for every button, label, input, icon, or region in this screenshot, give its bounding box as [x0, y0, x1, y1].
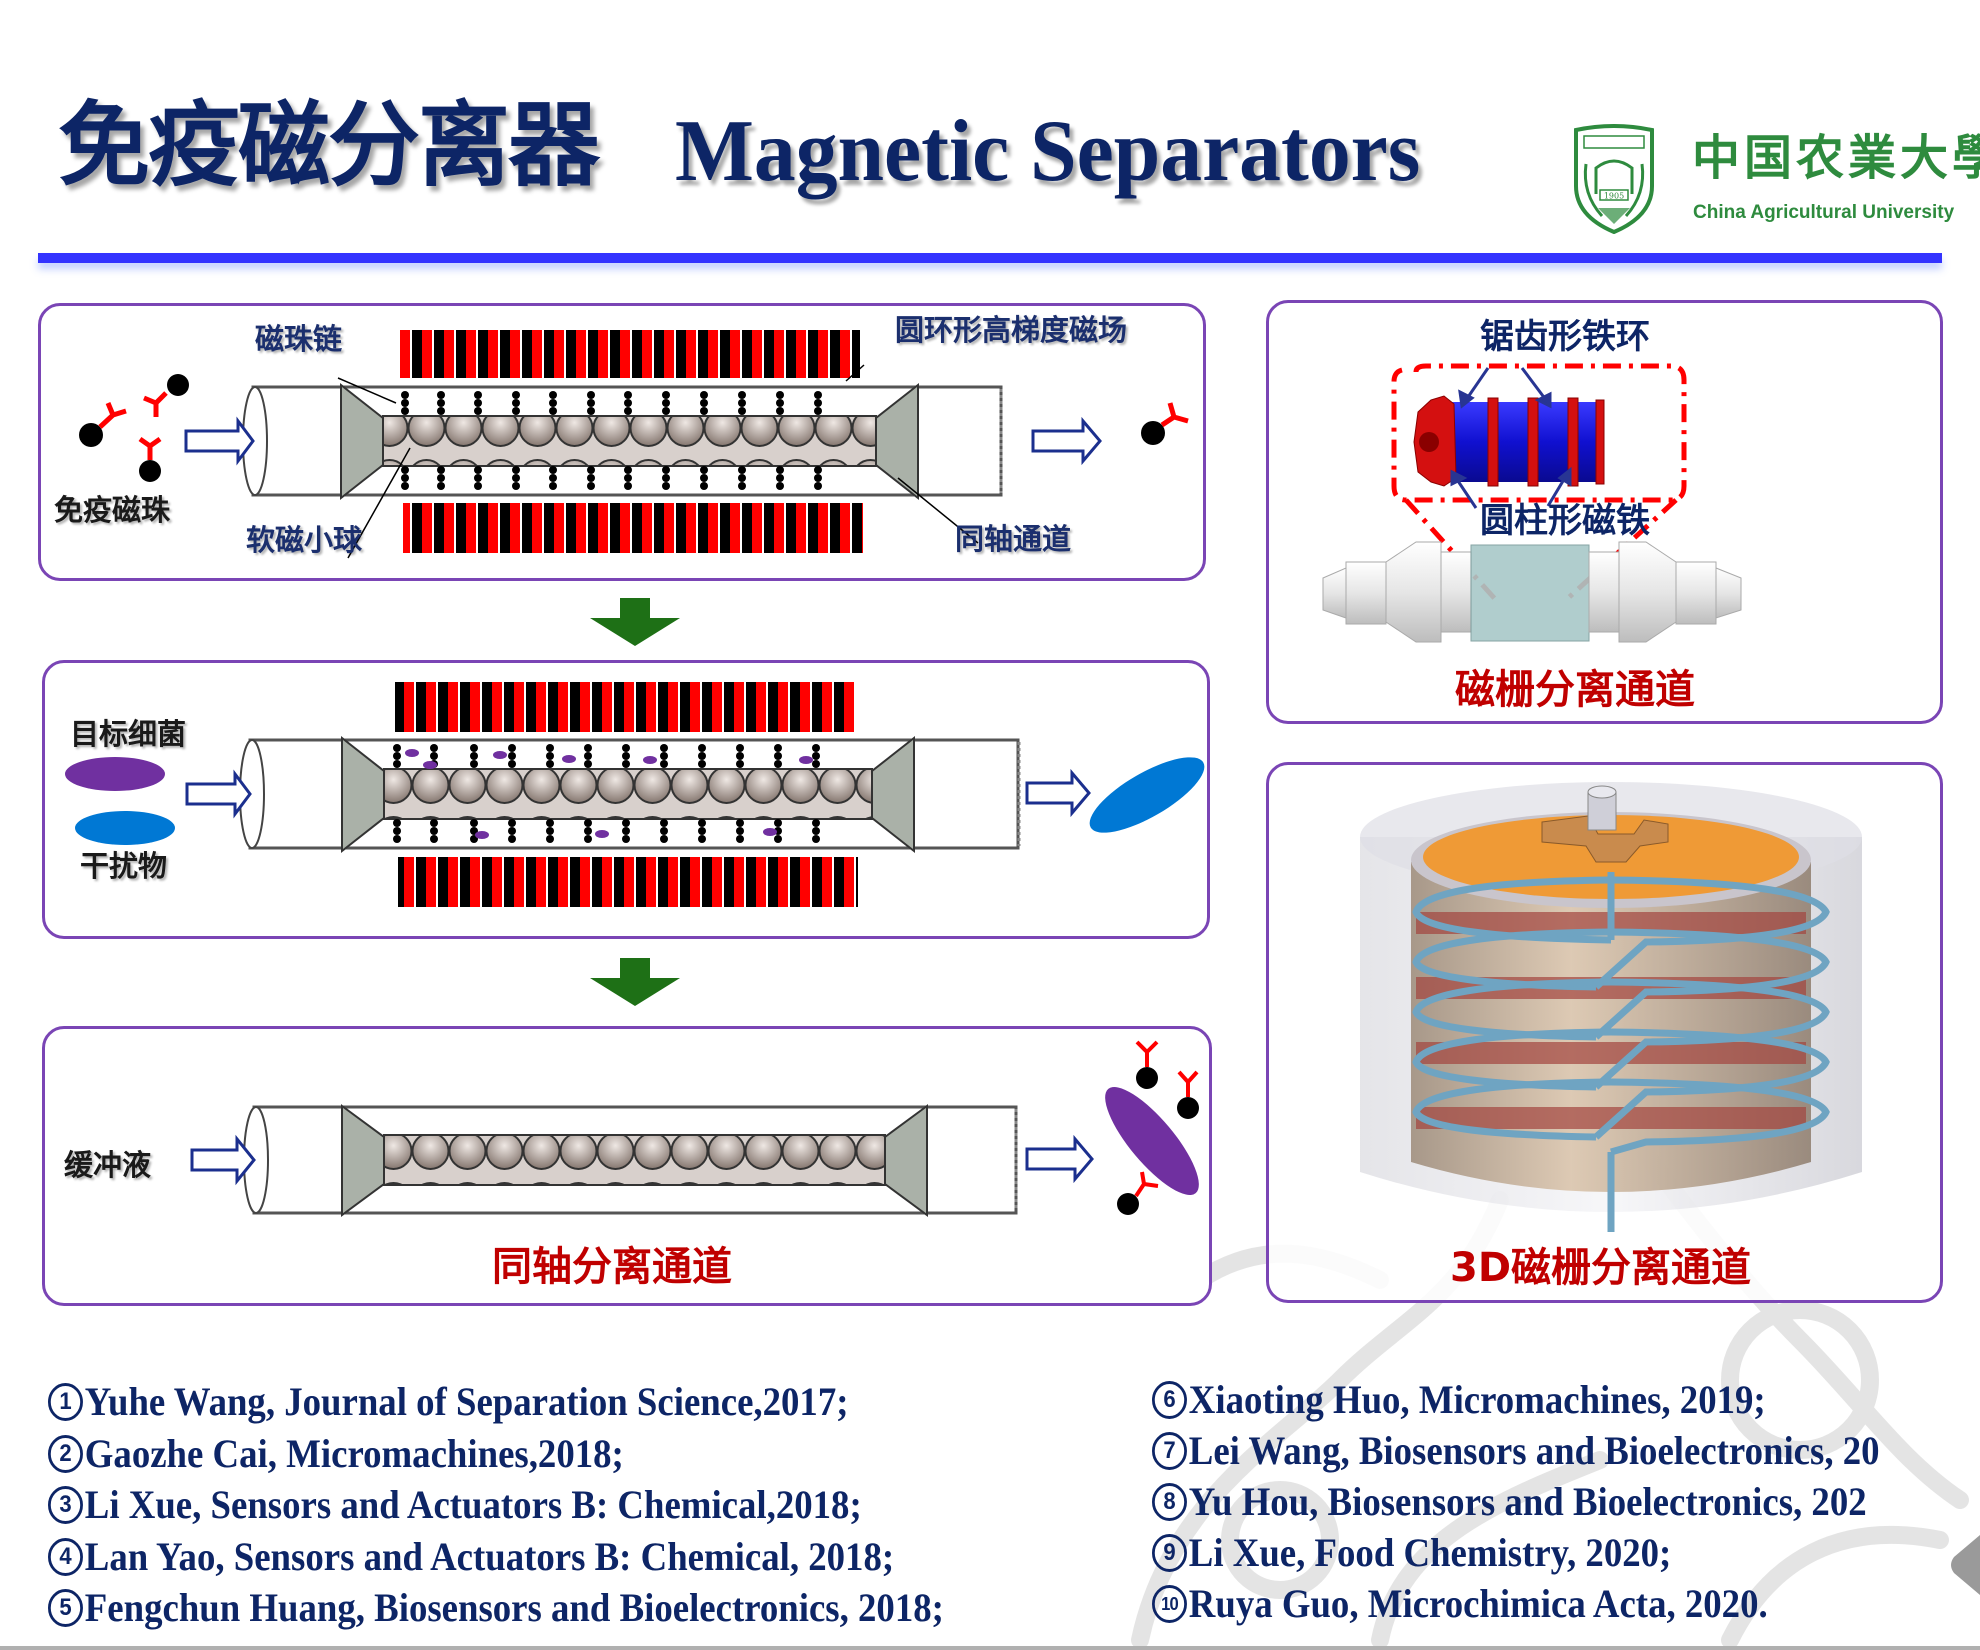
slide-nav-arrow-icon[interactable]: [1948, 1535, 1980, 1595]
reference-text: Lan Yao, Sensors and Actuators B: Chemic…: [84, 1534, 895, 1579]
reference-number: 7: [1152, 1431, 1187, 1470]
label-cylinder-magnet: 圆柱形磁铁: [1480, 501, 1650, 541]
magnetic-grid-panel: [1266, 300, 1943, 724]
reference-number: 5: [48, 1588, 83, 1627]
reference-text: Lei Wang, Biosensors and Bioelectronics,…: [1188, 1428, 1880, 1473]
ring-magnet-bottom: [403, 503, 863, 553]
outlet-arrow: [1025, 768, 1091, 818]
reference-text: Ruya Guo, Microchimica Acta, 2020.: [1188, 1581, 1768, 1626]
eluted-bacteria-icon: [1105, 1040, 1199, 1215]
reference-text: Gaozhe Cai, Micromachines,2018;: [84, 1431, 624, 1476]
released-bead-icon: [1141, 402, 1189, 445]
immunomagnetic-beads-icon: [79, 374, 189, 482]
reference-text: Xiaoting Huo, Micromachines, 2019;: [1188, 1377, 1766, 1422]
coaxial-separation-diagram: [65, 682, 1205, 907]
inlet-arrow: [184, 416, 255, 466]
interferent-icon: [75, 811, 175, 845]
transparent-sleeve: [1470, 544, 1590, 642]
ring-magnet-top: [400, 330, 860, 378]
emblem-year: 1905: [1604, 192, 1624, 201]
caption-coaxial-channel: 同轴分离通道: [492, 1244, 732, 1290]
title-english: Magnetic Separators: [675, 103, 1421, 200]
label-immunomagnetic-beads: 免疫磁珠: [54, 493, 171, 527]
caption-3d-grid-channel: 3D磁栅分离通道: [1450, 1245, 1752, 1291]
ring-magnet-bottom: [398, 857, 858, 907]
label-sawtooth-ring: 锯齿形铁环: [1480, 317, 1650, 357]
label-target-bacteria: 目标细菌: [70, 717, 187, 751]
soft-magnetic-balls: [382, 415, 877, 467]
reference-number: 4: [48, 1537, 83, 1576]
inlet-arrow: [185, 769, 252, 819]
coaxial-elution-diagram: [190, 1040, 1199, 1217]
label-coaxial-channel: 同轴通道: [955, 522, 1072, 556]
title-chinese: 免疫磁分离器: [58, 92, 600, 199]
label-soft-magnetic-balls: 软磁小球: [246, 523, 363, 557]
reference-number: 6: [1152, 1380, 1187, 1419]
captured-bacteria: [405, 749, 813, 839]
magnetic-grid-diagram: [1322, 363, 1742, 643]
reference-text: Li Xue, Food Chemistry, 2020;: [1188, 1530, 1672, 1575]
reference-number: 2: [48, 1434, 83, 1473]
slide-bottom-border: [0, 1646, 1980, 1650]
outlet-arrow: [1031, 416, 1102, 466]
caption-magnetic-grid-channel: 磁栅分离通道: [1455, 667, 1695, 713]
reference-text: Li Xue, Sensors and Actuators B: Chemica…: [84, 1482, 862, 1527]
reference-number: 10: [1152, 1584, 1187, 1623]
label-interferent: 干扰物: [80, 849, 168, 883]
outlet-arrow: [1025, 1134, 1094, 1184]
soft-magnetic-balls: [383, 768, 873, 820]
flow-down-arrow-icon: [590, 598, 680, 646]
flow-down-arrow-icon: [590, 958, 680, 1006]
coaxial-capture-diagram: [79, 330, 1189, 559]
reference-number: 1: [48, 1382, 83, 1421]
inlet-arrow: [190, 1134, 256, 1186]
reference-text: Yuhe Wang, Journal of Separation Science…: [84, 1379, 849, 1424]
title-underline: [38, 253, 1942, 263]
reference-text: Fengchun Huang, Biosensors and Bioelectr…: [84, 1585, 944, 1630]
target-bacteria-icon: [65, 757, 165, 791]
label-bead-chain: 磁珠链: [255, 322, 343, 356]
reference-number: 3: [48, 1485, 83, 1524]
reference-number: 9: [1152, 1533, 1187, 1572]
university-name-english: China Agricultural University: [1693, 202, 1955, 223]
reference-text: Yu Hou, Biosensors and Bioelectronics, 2…: [1188, 1479, 1867, 1524]
grid-3d-diagram: [1360, 782, 1862, 1232]
ring-magnet-top: [395, 682, 855, 732]
label-ring-field: 圆环形高梯度磁场: [895, 313, 1128, 347]
interferent-output-icon: [1089, 757, 1205, 833]
university-emblem-icon: 1905: [1574, 124, 1654, 234]
reference-number: 8: [1152, 1482, 1187, 1521]
label-buffer: 缓冲液: [64, 1148, 152, 1182]
university-name-chinese: 中国农業大學: [1692, 130, 1980, 186]
soft-magnetic-balls: [383, 1134, 886, 1186]
